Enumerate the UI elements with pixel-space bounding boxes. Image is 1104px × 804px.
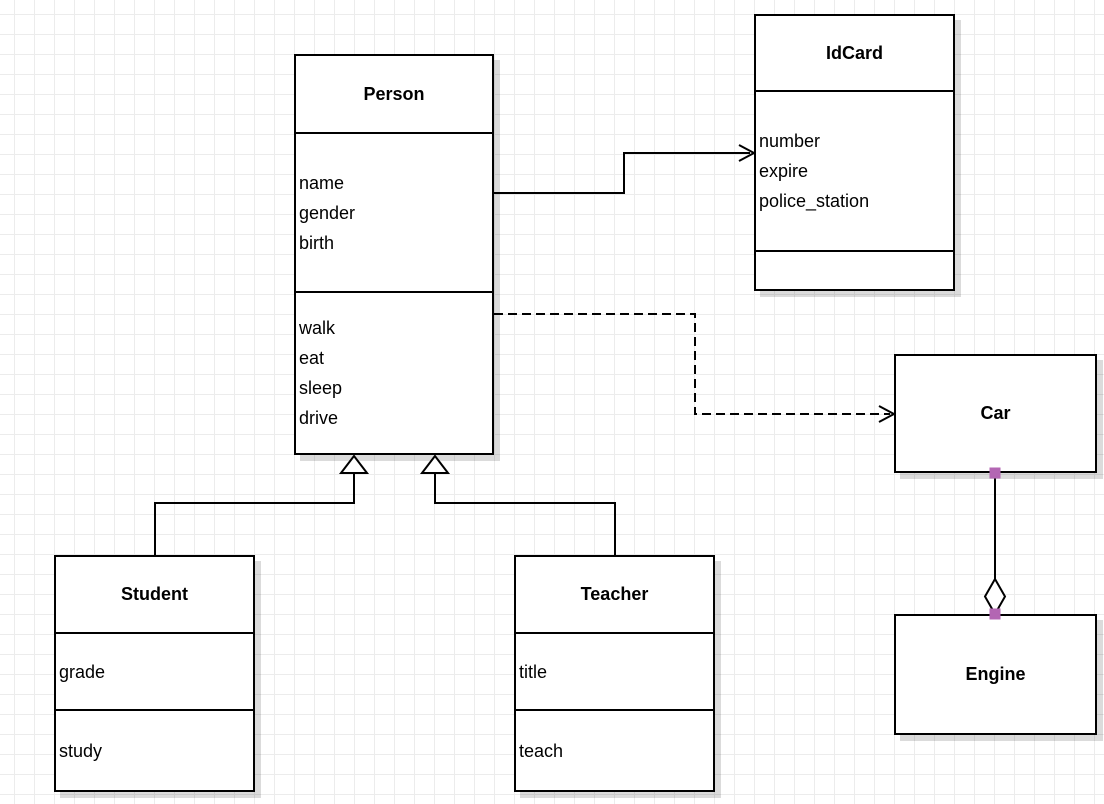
method: sleep xyxy=(299,378,343,398)
open-arrowhead-icon xyxy=(878,405,897,423)
class-idcard-attributes[interactable]: number expire police_station xyxy=(756,92,953,252)
attribute: police_station xyxy=(759,191,870,211)
method: walk xyxy=(299,318,336,338)
class-teacher-methods[interactable]: teach xyxy=(516,711,713,790)
method: eat xyxy=(299,348,325,368)
class-teacher-title: Teacher xyxy=(516,557,713,634)
method: study xyxy=(59,740,103,761)
attribute: number xyxy=(759,131,821,151)
class-student-methods[interactable]: study xyxy=(56,711,253,790)
hollow-triangle-icon xyxy=(338,454,370,474)
class-person-title: Person xyxy=(296,56,492,134)
class-idcard-title: IdCard xyxy=(756,16,953,92)
method: drive xyxy=(299,408,339,428)
edge-association-person-idcard[interactable] xyxy=(494,144,757,194)
class-person[interactable]: Person name gender birth walk eat sleep … xyxy=(294,54,494,455)
class-teacher[interactable]: Teacher title teach xyxy=(514,555,715,792)
class-engine-title: Engine xyxy=(965,664,1026,684)
class-student-title: Student xyxy=(56,557,253,634)
class-student-attributes[interactable]: grade xyxy=(56,634,253,711)
edge-aggregation-car-engine[interactable] xyxy=(983,467,1007,620)
attribute: gender xyxy=(299,202,356,223)
class-person-attributes[interactable]: name gender birth xyxy=(296,134,492,293)
class-student[interactable]: Student grade study xyxy=(54,555,255,792)
class-teacher-attributes[interactable]: title xyxy=(516,634,713,711)
edge-generalization-student-person[interactable] xyxy=(154,454,370,555)
class-car[interactable]: Car xyxy=(894,354,1097,473)
edge-generalization-teacher-person[interactable] xyxy=(419,454,616,555)
class-engine[interactable]: Engine xyxy=(894,614,1097,735)
attribute: title xyxy=(519,661,548,682)
hollow-triangle-icon xyxy=(419,454,451,474)
class-person-methods[interactable]: walk eat sleep drive xyxy=(296,293,492,453)
method: teach xyxy=(519,740,564,761)
hollow-diamond-icon xyxy=(983,576,1007,617)
edge-dependency-person-car[interactable] xyxy=(494,313,897,423)
class-car-title: Car xyxy=(980,403,1011,423)
attribute: name xyxy=(299,172,345,193)
attribute: birth xyxy=(299,232,335,253)
class-idcard-methods-empty[interactable] xyxy=(756,252,953,289)
open-arrowhead-icon xyxy=(738,144,757,162)
attribute: grade xyxy=(59,661,106,682)
class-idcard[interactable]: IdCard number expire police_station xyxy=(754,14,955,291)
attribute: expire xyxy=(759,161,809,181)
